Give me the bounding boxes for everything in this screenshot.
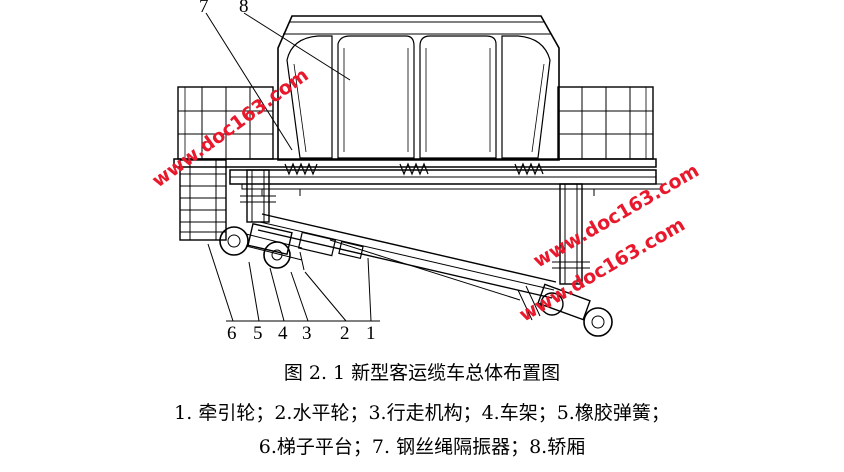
cabin (277, 15, 560, 161)
right-guard-box (557, 86, 654, 160)
callout-8: 8 (239, 0, 249, 17)
leader-lines (205, 12, 380, 322)
callout-2: 2 (340, 323, 350, 344)
legend-line-1: 1. 牵引轮；2.水平轮；3.行走机构；4.车架；5.橡胶弹簧； (174, 402, 670, 424)
legend-line-2: 6.梯子平台；7. 钢丝绳隔振器；8.轿厢 (258, 436, 586, 458)
left-support-column (240, 169, 276, 223)
left-bogie (219, 222, 364, 271)
ladder-platform (179, 159, 227, 241)
frame-deck (173, 158, 663, 196)
callout-5: 5 (253, 323, 263, 344)
callout-3: 3 (302, 323, 312, 344)
inclined-track (257, 213, 557, 301)
rubber-springs (284, 162, 544, 176)
figure-caption: 图 2. 1 新型客运缆车总体布置图 (283, 362, 561, 384)
right-bogie (517, 283, 613, 337)
callout-6: 6 (227, 323, 237, 344)
right-support-column (552, 183, 590, 285)
callout-1: 1 (366, 323, 376, 344)
callout-7: 7 (199, 0, 209, 17)
callout-4: 4 (278, 323, 288, 344)
